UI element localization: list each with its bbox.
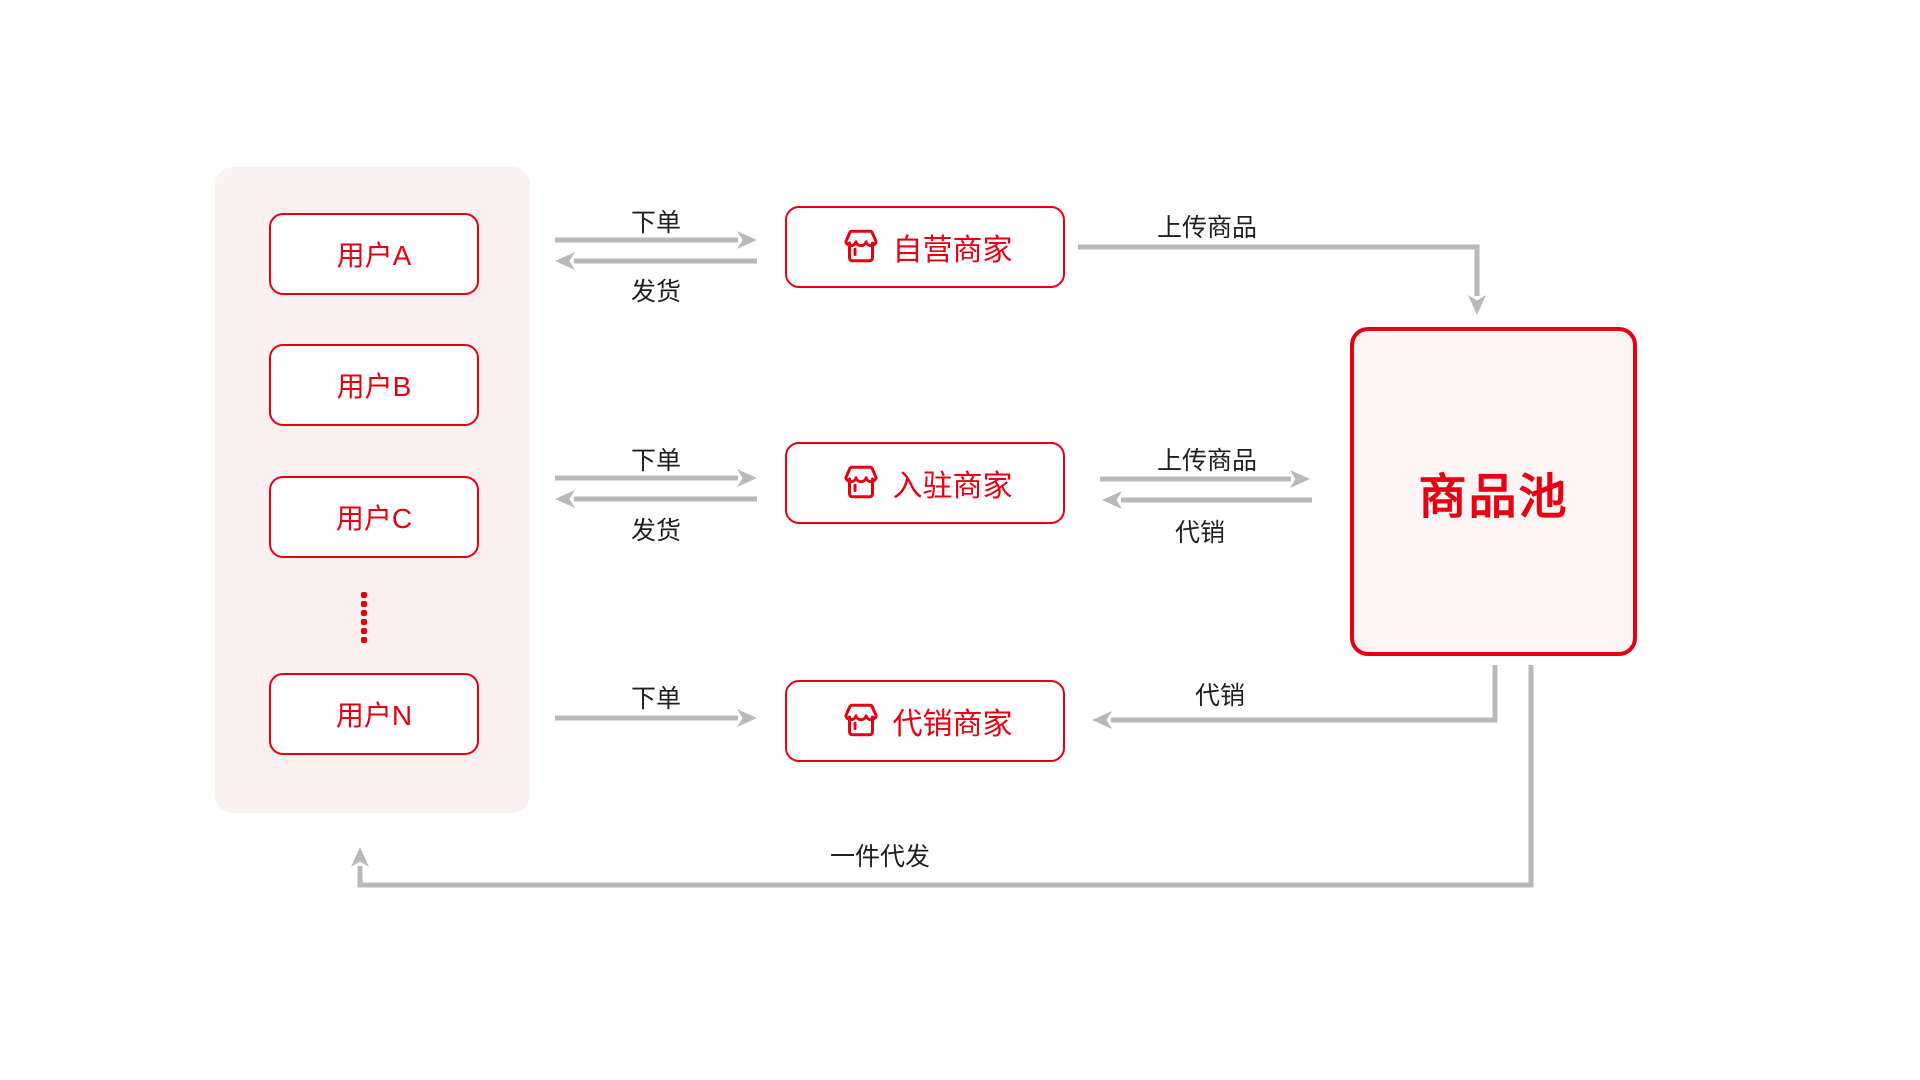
user-node-b: 用户B [269, 344, 479, 426]
users-ellipsis-dots [361, 592, 367, 643]
user-node-n: 用户N [269, 673, 479, 755]
arrow-pool-user-dropship [351, 665, 1534, 888]
storefront-icon [843, 703, 878, 737]
flow-label-pool-user-dropship: 一件代发 [829, 843, 931, 871]
merchant-node-settled: 入驻商家 [785, 442, 1065, 524]
merchant-node-self: 自营商家 [785, 206, 1065, 288]
merchant-node-label: 自营商家 [892, 234, 1013, 267]
flow-label-self-pool-upload: 上传商品 [1156, 214, 1258, 242]
merchant-node-consign: 代销商家 [785, 680, 1065, 762]
arrow-pool-consign-consign [1092, 665, 1498, 729]
storefront-icon [843, 229, 878, 263]
user-node-label: 用户B [336, 371, 412, 402]
user-node-a: 用户A [269, 213, 479, 295]
flow-label-user-self-order: 下单 [630, 209, 682, 237]
merchant-node-label: 代销商家 [892, 708, 1013, 741]
arrow-self-pool-upload [1078, 244, 1486, 315]
flow-label-pool-settled-consign: 代销 [1174, 519, 1226, 547]
flow-label-settled-pool-upload: 上传商品 [1156, 447, 1258, 475]
product-pool-label: 商品池 [1418, 470, 1569, 524]
flow-label-self-user-ship: 发货 [630, 278, 682, 306]
flow-label-user-settled-order: 下单 [630, 447, 682, 475]
product-pool-node: 商品池 [1350, 327, 1637, 656]
flow-label-pool-consign-consign: 代销 [1194, 682, 1246, 710]
user-node-label: 用户N [335, 700, 413, 731]
merchant-node-label: 入驻商家 [892, 470, 1013, 503]
flow-label-user-consign-order: 下单 [630, 685, 682, 713]
flow-label-settled-user-ship: 发货 [630, 517, 682, 545]
user-node-c: 用户C [269, 476, 479, 558]
user-node-label: 用户C [335, 503, 413, 534]
user-node-label: 用户A [336, 240, 412, 271]
storefront-icon [843, 465, 878, 499]
